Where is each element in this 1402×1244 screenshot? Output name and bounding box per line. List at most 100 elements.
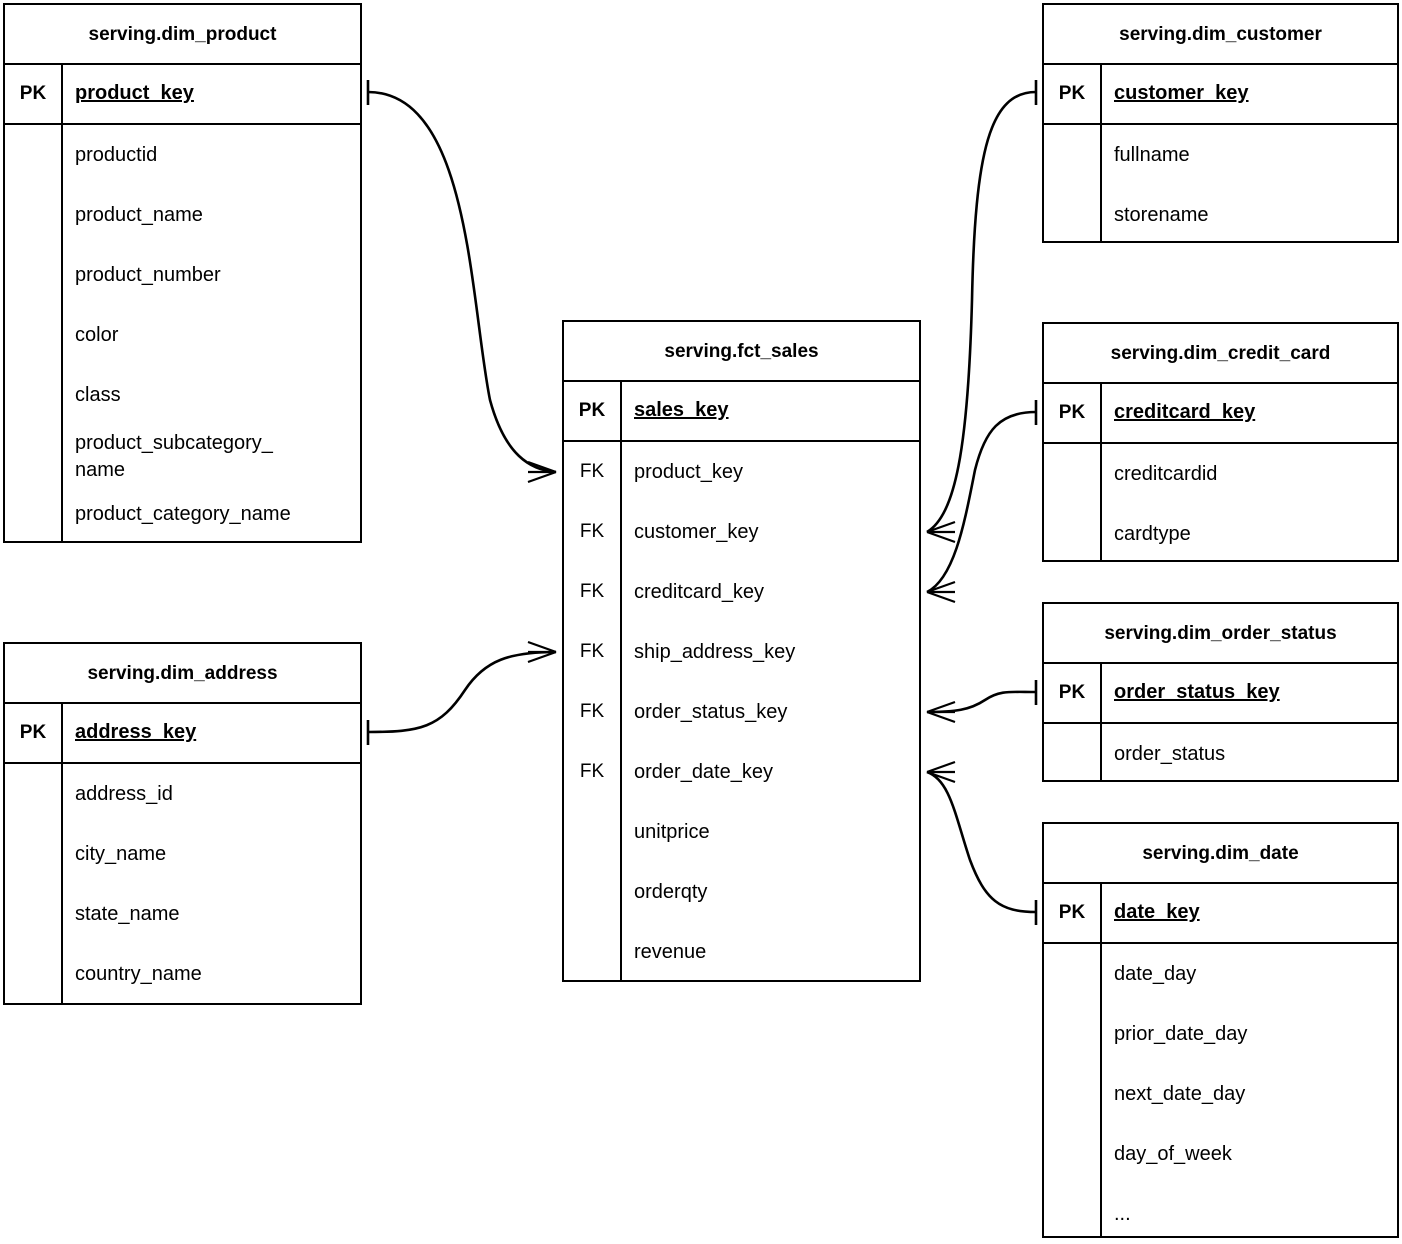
entity-dim-order-status[interactable]: serving.dim_order_status PK order_status… (1042, 602, 1399, 782)
field-storename: storename (1114, 204, 1209, 226)
field-color: color (75, 324, 119, 346)
field-product-key: product_key (634, 461, 743, 483)
pk-row: PK creditcard_key (1044, 384, 1397, 444)
key-cell (1044, 1061, 1100, 1120)
entity-fct-sales[interactable]: serving.fct_sales PK sales_key FK FK FK … (562, 320, 921, 982)
key-cell (1044, 444, 1100, 503)
entity-dim-date[interactable]: serving.dim_date PK date_key date_day pr… (1042, 822, 1399, 1238)
pk-row: PK product_key (5, 65, 360, 125)
relationship-customer-sales (926, 80, 1038, 544)
field-order-status: order_status (1114, 743, 1226, 765)
pk-field-name: customer_key (1114, 82, 1249, 104)
relationship-date-sales (926, 760, 1038, 925)
entity-body: creditcardid cardtype (1044, 444, 1397, 561)
pk-field-name: address_key (75, 721, 197, 743)
entity-body: date_day prior_date_day next_date_day da… (1044, 944, 1397, 1237)
pk-label: PK (1044, 384, 1102, 442)
key-cell (564, 802, 620, 862)
key-column: FK FK FK FK FK FK (564, 442, 622, 981)
pk-field-name: product_key (75, 82, 194, 104)
key-cell (1044, 724, 1100, 781)
field-creditcardid: creditcardid (1114, 463, 1218, 485)
key-cell (5, 423, 61, 483)
field-state-name: state_name (75, 903, 180, 925)
field-unitprice: unitprice (634, 821, 710, 843)
relationship-address-sales (366, 640, 557, 745)
field-product-subcategory-name: product_subcategory_ name (75, 432, 273, 481)
key-cell (564, 921, 620, 981)
field-product-number: product_number (75, 264, 221, 286)
field-column: order_status (1102, 724, 1397, 781)
key-cell-fk-customer: FK (579, 521, 605, 542)
field-column: productid product_name product_number co… (63, 125, 360, 542)
key-cell (1044, 1003, 1100, 1062)
key-cell (1044, 944, 1100, 1003)
field-order-status-key: order_status_key (634, 701, 788, 723)
entity-title: serving.dim_date (1044, 824, 1397, 884)
field-city-name: city_name (75, 843, 167, 865)
pk-label: PK (1044, 65, 1102, 123)
entity-body: order_status (1044, 724, 1397, 781)
key-cell-fk-ship-address: FK (579, 641, 605, 662)
field-cardtype: cardtype (1114, 523, 1191, 545)
key-cell (5, 764, 61, 824)
field-next-date-day: next_date_day (1114, 1083, 1246, 1105)
field-customer-key: customer_key (634, 521, 759, 543)
field-ship-address-key: ship_address_key (634, 641, 796, 663)
key-cell (5, 482, 61, 542)
entity-title: serving.dim_customer (1044, 5, 1397, 65)
relationship-creditcard-sales (926, 400, 1038, 604)
field-product-category-name: product_category_name (75, 503, 291, 525)
entity-title: serving.dim_order_status (1044, 604, 1397, 664)
key-cell (5, 244, 61, 304)
field-column: product_key customer_key creditcard_key … (622, 442, 919, 981)
key-column (1044, 944, 1102, 1237)
relationship-orderstatus-sales (926, 680, 1038, 724)
field-product-name: product_name (75, 204, 203, 226)
key-cell (1044, 184, 1100, 243)
field-country-name: country_name (75, 963, 202, 985)
pk-label: PK (5, 65, 63, 123)
key-cell-fk-order-date: FK (579, 761, 605, 782)
field-prior-date-day: prior_date_day (1114, 1023, 1248, 1045)
key-cell (564, 862, 620, 922)
key-cell (5, 884, 61, 944)
entity-body: FK FK FK FK FK FK product_key customer_k… (564, 442, 919, 981)
entity-body: address_id city_name state_name country_… (5, 764, 360, 1004)
entity-title: serving.dim_product (5, 5, 360, 65)
pk-row: PK order_status_key (1044, 664, 1397, 724)
key-cell (1044, 503, 1100, 562)
relationship-product-sales (366, 80, 557, 484)
key-cell (5, 363, 61, 423)
entity-dim-address[interactable]: serving.dim_address PK address_key addre… (3, 642, 362, 1005)
field-orderqty: orderqty (634, 881, 708, 903)
key-cell (1044, 1178, 1100, 1237)
entity-body: fullname storename (1044, 125, 1397, 242)
pk-row: PK sales_key (564, 382, 919, 442)
entity-dim-customer[interactable]: serving.dim_customer PK customer_key ful… (1042, 3, 1399, 243)
field-address-id: address_id (75, 783, 173, 805)
key-column (5, 125, 63, 542)
key-cell-fk-creditcard: FK (579, 581, 605, 602)
key-cell (5, 824, 61, 884)
entity-dim-credit-card[interactable]: serving.dim_credit_card PK creditcard_ke… (1042, 322, 1399, 562)
key-column (1044, 125, 1102, 242)
field-ellipsis: ... (1114, 1203, 1131, 1225)
key-column (5, 764, 63, 1004)
field-day-of-week: day_of_week (1114, 1143, 1232, 1165)
pk-label: PK (5, 704, 63, 762)
pk-field-name: creditcard_key (1114, 401, 1256, 423)
field-fullname: fullname (1114, 144, 1190, 166)
pk-field-name: date_key (1114, 901, 1200, 923)
entity-title: serving.dim_credit_card (1044, 324, 1397, 384)
pk-row: PK date_key (1044, 884, 1397, 944)
key-cell-fk-product: FK (579, 461, 605, 482)
key-cell (5, 125, 61, 185)
entity-dim-product[interactable]: serving.dim_product PK product_key produ… (3, 3, 362, 543)
field-column: fullname storename (1102, 125, 1397, 242)
key-cell (5, 944, 61, 1004)
key-cell (5, 185, 61, 245)
field-column: date_day prior_date_day next_date_day da… (1102, 944, 1397, 1237)
entity-title: serving.fct_sales (564, 322, 919, 382)
